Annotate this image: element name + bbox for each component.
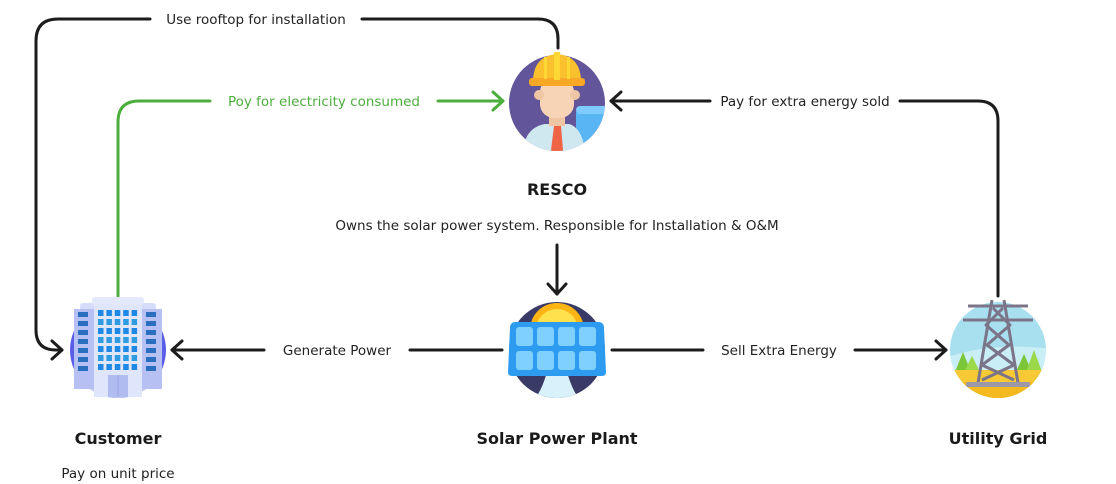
node-customer[interactable]: Customer Pay on unit price <box>61 297 175 482</box>
building-window <box>106 364 112 370</box>
edge-pay-consumed: Poy for electricity consumed <box>116 90 505 298</box>
building-side-window <box>146 357 156 362</box>
building-side-window <box>146 366 156 371</box>
building-window <box>114 328 121 334</box>
solar-cell <box>579 327 596 346</box>
building-window <box>123 364 129 370</box>
building-side-window <box>146 348 156 353</box>
solar-cell <box>516 327 533 346</box>
building-window <box>131 346 138 352</box>
edge-pay-extra-label: Pay for extra energy sold <box>720 94 889 110</box>
building-window <box>114 310 121 316</box>
solar-cell <box>537 351 554 370</box>
edge-rooftop: Use rooftop for installation <box>34 12 560 361</box>
building-window <box>114 319 121 325</box>
edge-pay-consumed-label: Poy for electricity consumed <box>228 94 420 110</box>
building-window <box>98 319 104 325</box>
building-window <box>131 319 138 325</box>
node-resco-title: RESCO <box>527 180 587 199</box>
building-side-window <box>146 312 156 317</box>
arrowhead-icon <box>546 282 568 296</box>
node-resco[interactable]: RESCO Owns the solar power system. Respo… <box>335 52 779 234</box>
edge-owns <box>546 243 568 296</box>
building-window <box>114 337 121 343</box>
building-window <box>131 364 138 370</box>
building-window <box>98 346 104 352</box>
edge-pay-consumed-line-left <box>116 99 212 298</box>
solar-cell <box>537 327 554 346</box>
node-customer-description: Pay on unit price <box>61 466 174 482</box>
building-window <box>98 355 104 361</box>
building-window <box>131 328 138 334</box>
transmission-tower-icon <box>950 299 1046 398</box>
building-window <box>123 355 129 361</box>
building-side-window <box>78 357 88 362</box>
node-grid-title: Utility Grid <box>949 429 1048 448</box>
building-window <box>98 328 104 334</box>
arrowhead-icon <box>491 90 505 112</box>
building-window <box>98 310 104 316</box>
building-window <box>106 328 112 334</box>
edge-pay-extra: Pay for extra energy sold <box>609 90 1000 298</box>
building-window <box>106 319 112 325</box>
building-side-window <box>78 312 88 317</box>
building-side-window <box>146 339 156 344</box>
building-side-window <box>78 366 88 371</box>
building-window <box>114 346 121 352</box>
solar-cell <box>579 351 596 370</box>
building-window <box>123 346 129 352</box>
building-windows <box>78 310 156 371</box>
building-window <box>114 364 121 370</box>
building-side-window <box>78 321 88 326</box>
solar-cell <box>558 351 575 370</box>
building-window <box>123 328 129 334</box>
edge-rooftop-line-left <box>34 17 152 352</box>
edge-rooftop-line-right <box>360 17 560 50</box>
arrowhead-icon <box>609 90 623 112</box>
building-window <box>131 337 138 343</box>
building-window <box>106 346 112 352</box>
node-solar-title: Solar Power Plant <box>476 429 637 448</box>
solar-cell <box>516 351 533 370</box>
building-window <box>98 337 104 343</box>
solar-panel-icon <box>508 302 606 398</box>
edge-sell: Sell Extra Energy <box>610 339 948 361</box>
building-window <box>123 337 129 343</box>
edge-generate-label: Generate Power <box>283 343 392 359</box>
edge-generate: Generate Power <box>170 339 504 361</box>
edge-pay-extra-line-right <box>898 99 1000 298</box>
building-side-window <box>78 339 88 344</box>
solar-cells <box>516 327 596 370</box>
building-window <box>123 310 129 316</box>
engineer-icon <box>509 52 605 151</box>
building-window <box>106 337 112 343</box>
arrowhead-icon <box>934 339 948 361</box>
building-window <box>131 310 138 316</box>
building-icon <box>70 297 166 398</box>
node-solar[interactable]: Solar Power Plant <box>476 302 638 448</box>
building-window <box>114 355 121 361</box>
building-window <box>106 355 112 361</box>
edge-rooftop-label: Use rooftop for installation <box>166 12 346 28</box>
node-resco-description: Owns the solar power system. Responsible… <box>335 218 778 234</box>
building-side-window <box>146 330 156 335</box>
arrowhead-icon <box>170 339 184 361</box>
node-customer-title: Customer <box>75 429 162 448</box>
building-side-window <box>78 348 88 353</box>
arrowhead-icon <box>50 339 64 361</box>
building-window <box>106 310 112 316</box>
building-window <box>123 319 129 325</box>
building-side-window <box>146 321 156 326</box>
building-window <box>131 355 138 361</box>
building-window <box>98 364 104 370</box>
solar-cell <box>558 327 575 346</box>
edge-sell-label: Sell Extra Energy <box>721 343 837 359</box>
node-grid[interactable]: Utility Grid <box>940 299 1060 448</box>
building-side-window <box>78 330 88 335</box>
